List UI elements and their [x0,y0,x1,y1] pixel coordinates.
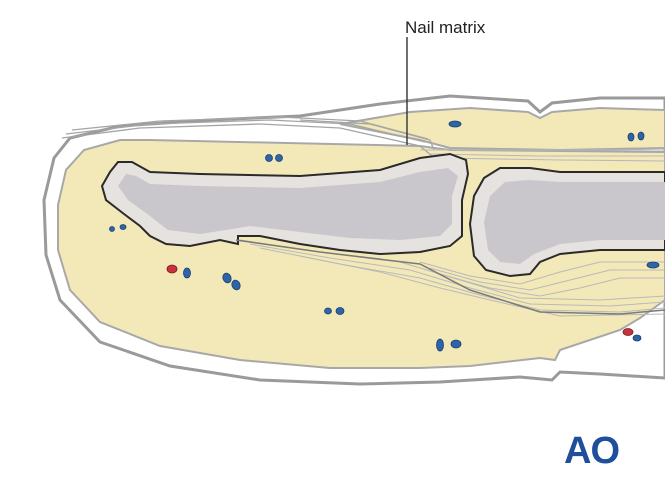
nail-matrix-label: Nail matrix [405,18,486,37]
ao-logo: AO [564,430,619,472]
